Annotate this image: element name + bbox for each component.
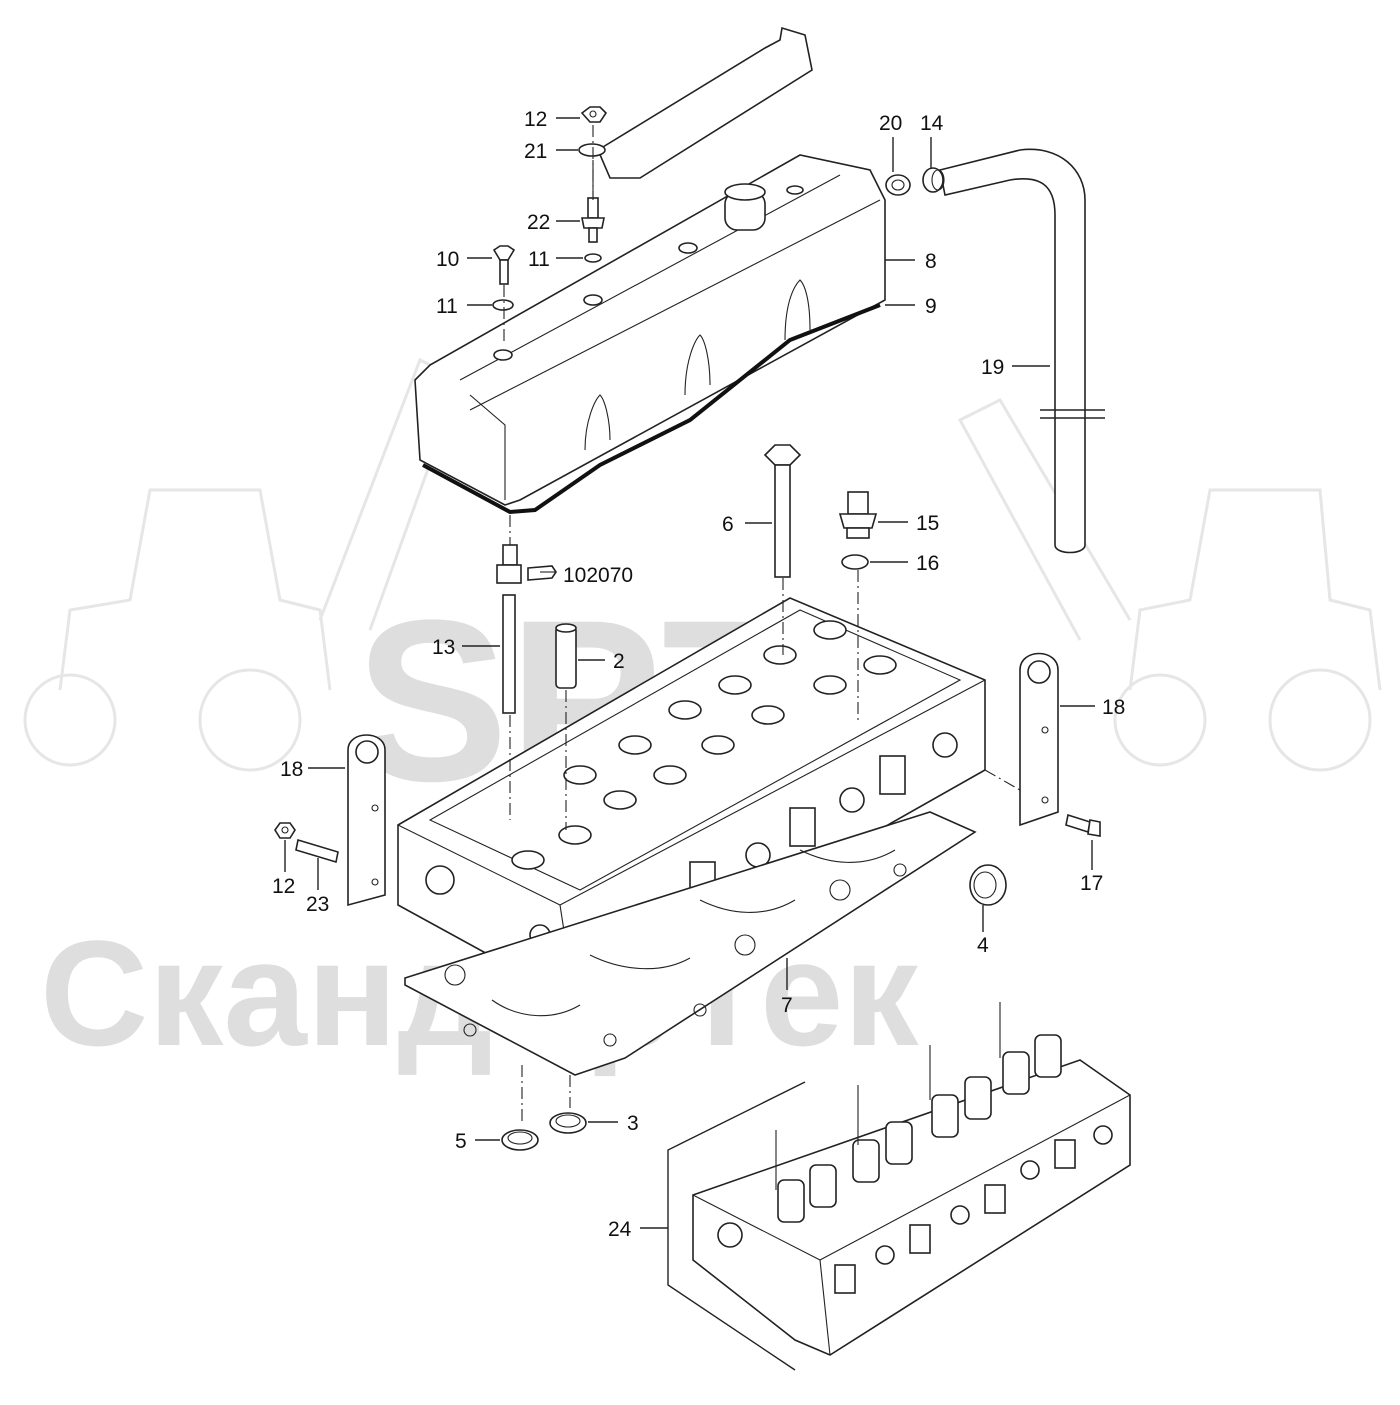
cover-gasket-9 [422, 303, 881, 515]
nut-12-top [580, 106, 608, 123]
leader-lines [284, 117, 1095, 1371]
breather-hose-19 [939, 148, 1105, 554]
hose-clamp-20 [885, 174, 911, 196]
callout-19: 19 [981, 356, 1004, 379]
head-gasket-7 [404, 811, 977, 1076]
sealing-washer-16 [841, 554, 869, 570]
spring-clip-14 [922, 167, 945, 193]
callout-12-top: 12 [524, 108, 547, 131]
callout-18-left: 18 [280, 758, 303, 781]
callout-2: 2 [613, 650, 625, 673]
sleeve-3 [549, 1112, 587, 1134]
lifting-eye-18-left [347, 734, 386, 907]
washer-21 [578, 143, 606, 157]
callout-13: 13 [432, 636, 455, 659]
callout-12-bottom: 12 [272, 875, 295, 898]
callout-17: 17 [1080, 872, 1103, 895]
callout-16: 16 [916, 552, 939, 575]
callout-7: 7 [781, 994, 793, 1017]
callout-8: 8 [925, 250, 937, 273]
callout-20: 20 [879, 112, 902, 135]
callout-3: 3 [627, 1112, 639, 1135]
cylinder-head-assembly-24 [692, 1002, 1131, 1356]
pointing-hand-icon [527, 565, 557, 581]
callout-24: 24 [608, 1218, 632, 1241]
valve-cover-8 [414, 154, 886, 506]
stud-bolt-23 [295, 838, 339, 864]
callout-4: 4 [977, 934, 989, 957]
callout-14: 14 [920, 112, 944, 135]
seal-ring-4 [969, 864, 1007, 906]
bolt-10 [492, 245, 516, 285]
callout-5: 5 [455, 1130, 467, 1153]
reference-code: 102070 [563, 564, 633, 587]
callout-23: 23 [306, 893, 329, 916]
callout-9: 9 [925, 295, 937, 318]
callout-6: 6 [722, 513, 734, 536]
bolt-17 [1065, 813, 1101, 837]
nut-12-bottom [274, 822, 296, 839]
callout-labels: 12 21 22 10 11 11 20 14 8 9 19 6 15 16 1… [272, 108, 1125, 1241]
lifting-bracket-strap [596, 26, 813, 179]
dowel-sleeve-2 [555, 623, 577, 689]
o-ring-11-left [492, 299, 514, 311]
callout-10: 10 [436, 248, 459, 271]
callout-18-right: 18 [1102, 696, 1125, 719]
callout-21: 21 [524, 140, 547, 163]
callout-11-left: 11 [436, 295, 458, 318]
callout-22: 22 [527, 211, 550, 234]
head-bolt-6 [763, 444, 802, 578]
callout-11-right: 11 [528, 248, 550, 271]
lifting-eye-18-right [1019, 652, 1059, 827]
stud-connector [496, 544, 522, 584]
stud-13 [502, 594, 516, 714]
o-ring-11-right [584, 253, 602, 263]
callout-15: 15 [916, 512, 939, 535]
pipe-fitting-15 [838, 491, 878, 539]
sleeve-5 [501, 1129, 539, 1151]
